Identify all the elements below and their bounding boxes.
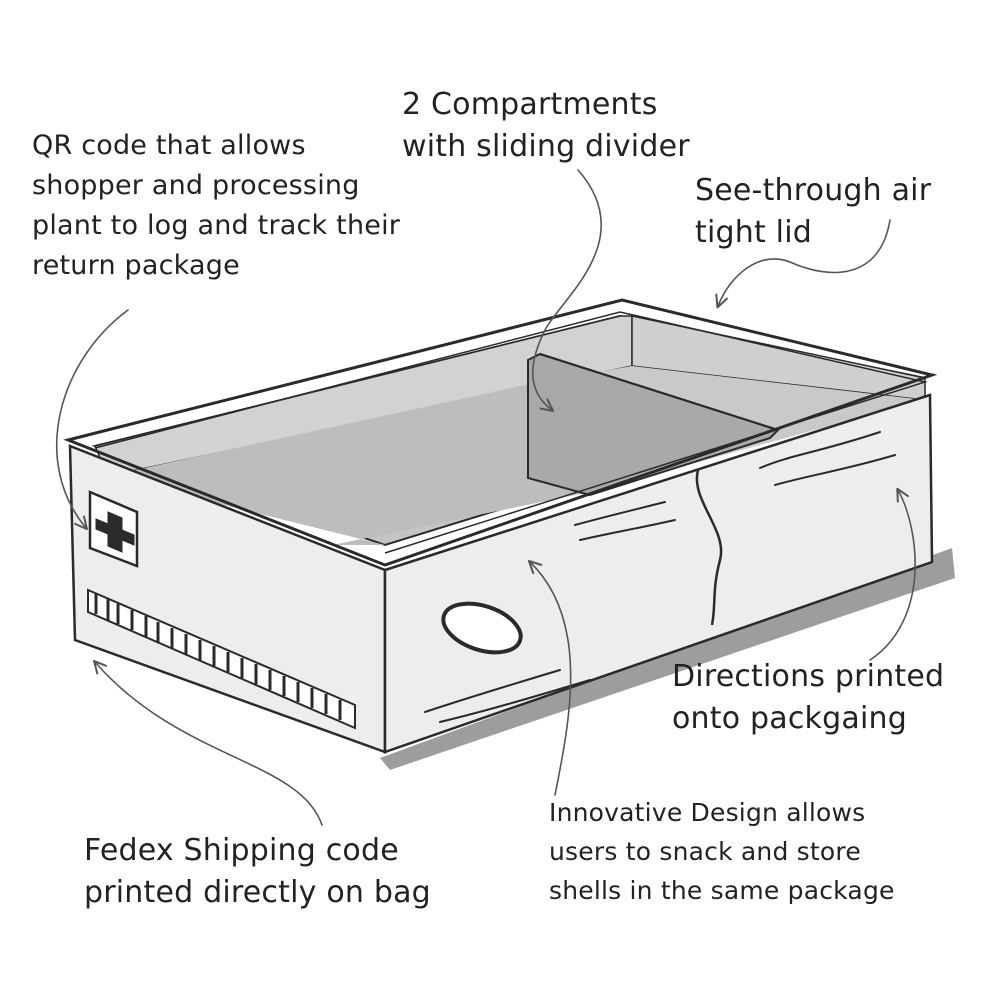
callout-qr-line: QR code that allows	[32, 130, 306, 161]
callout-directions-line: onto packgaing	[672, 701, 907, 736]
lid-rim-inner	[94, 311, 928, 554]
callout-compartments-line: 2 Compartments	[402, 87, 658, 122]
box-front-side	[383, 393, 934, 754]
callout-directions: Directions printed onto packgaing	[672, 656, 944, 740]
arrow-qr	[55, 309, 129, 531]
callout-qr: QR code that allows shopper and processi…	[32, 126, 400, 286]
callout-directions-line: Directions printed	[672, 659, 945, 694]
callout-fedex-line: Fedex Shipping code	[84, 833, 399, 868]
callout-lid-line: See-through air	[695, 173, 932, 208]
lid-rim	[63, 298, 938, 567]
callout-compartments: 2 Compartments with sliding divider	[402, 84, 690, 168]
arrow-compartments	[531, 169, 602, 412]
callout-qr-line: return package	[32, 250, 240, 281]
callout-lid: See-through air tight lid	[695, 170, 931, 254]
divider-top-edge	[539, 353, 779, 431]
callout-qr-line: plant to log and track their	[32, 210, 401, 241]
callout-fedex-line: printed directly on bag	[84, 875, 431, 910]
package-seam	[695, 469, 723, 626]
arrow-lid	[715, 219, 891, 309]
arrow-innovative	[527, 559, 572, 796]
printed-directions	[424, 431, 896, 723]
barcode-icon	[87, 588, 356, 730]
oval-handle-icon	[441, 601, 523, 655]
arrow-fedex	[93, 659, 323, 826]
qr-cross-icon	[88, 490, 139, 568]
callout-qr-line: shopper and processing	[32, 170, 360, 201]
callout-lid-line: tight lid	[695, 215, 812, 250]
arrow-directions	[869, 487, 916, 661]
callout-innovative-line: users to snack and store	[549, 837, 861, 866]
callout-innovative: Innovative Design allows users to snack …	[549, 793, 895, 910]
callout-innovative-line: shells in the same package	[549, 876, 895, 905]
callout-innovative-line: Innovative Design allows	[549, 798, 866, 827]
callout-fedex: Fedex Shipping code printed directly on …	[84, 830, 431, 914]
callout-compartments-line: with sliding divider	[402, 129, 690, 164]
